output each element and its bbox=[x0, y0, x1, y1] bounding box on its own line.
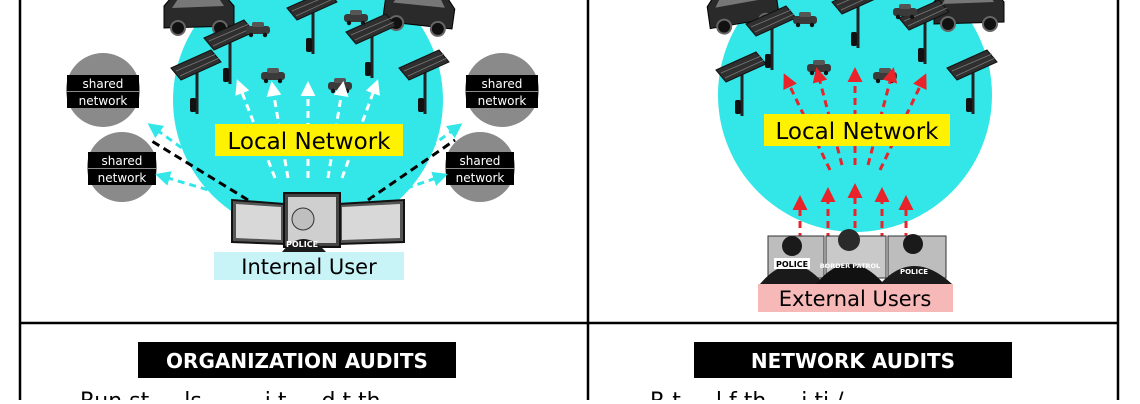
shared-network-label: network bbox=[478, 94, 527, 108]
shared-network-label: shared bbox=[460, 154, 501, 168]
shared-network-label: network bbox=[456, 171, 505, 185]
user-label-box bbox=[214, 252, 404, 280]
user-label: External Users bbox=[779, 287, 932, 311]
shared-network-node: shared network bbox=[465, 53, 539, 127]
left-panel: shared network shared network shared net… bbox=[66, 0, 539, 378]
network-label-box bbox=[764, 114, 950, 146]
audit-title: NETWORK AUDITS bbox=[751, 349, 955, 373]
shared-network-node: shared network bbox=[445, 132, 515, 202]
right-panel: Local Network POLICE BORDER PATROL POLIC… bbox=[694, 0, 1012, 378]
shared-network-label: network bbox=[98, 171, 147, 185]
police-badge: POLICE bbox=[286, 240, 318, 249]
shared-arrows bbox=[147, 123, 463, 202]
audit-title-box bbox=[138, 342, 456, 378]
network-label: Local Network bbox=[776, 119, 940, 145]
audit-title-box bbox=[694, 342, 1012, 378]
border-patrol-badge: BORDER PATROL bbox=[820, 262, 880, 270]
police-badge: POLICE bbox=[776, 260, 808, 269]
external-users-group: POLICE BORDER PATROL POLICE bbox=[760, 229, 952, 284]
shared-network-node: shared network bbox=[66, 53, 140, 127]
shared-network-label: shared bbox=[83, 77, 124, 91]
user-label-box bbox=[758, 284, 953, 312]
internal-user-workstation: POLICE bbox=[231, 192, 405, 252]
user-label: Internal User bbox=[241, 255, 377, 279]
network-label-box bbox=[215, 124, 403, 156]
police-badge: POLICE bbox=[900, 268, 928, 276]
caption-text: Run st ... ls ... ... i t ... d t th bbox=[80, 389, 381, 400]
connector-lines bbox=[149, 138, 456, 202]
shared-network-node: shared network bbox=[87, 132, 157, 202]
shared-network-label: shared bbox=[102, 154, 143, 168]
audit-title: ORGANIZATION AUDITS bbox=[166, 349, 428, 373]
shared-network-label: network bbox=[79, 94, 128, 108]
network-label: Local Network bbox=[228, 129, 392, 155]
panel-frame bbox=[18, 0, 1120, 400]
shared-network-label: shared bbox=[482, 77, 523, 91]
caption-text: R t ... l f th ... i ti / bbox=[650, 389, 844, 400]
